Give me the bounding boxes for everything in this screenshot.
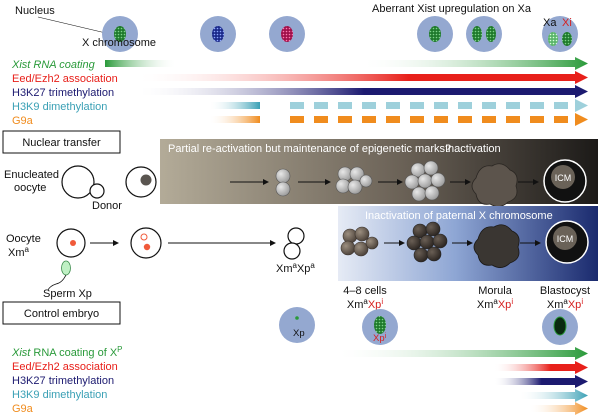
donor-cell-icon: [89, 183, 105, 199]
legend-top-xist: Xist RNA coating: [11, 59, 96, 71]
zygote-genotype-label: XmaXpa: [276, 261, 315, 275]
stage-4-8-cells-genotype: XmaXpi: [347, 297, 383, 311]
stage-blastocyst-genotype: XmaXpi: [547, 297, 583, 311]
oocyte-label-line1: Oocyte: [6, 233, 41, 245]
bar-top-eed: [140, 71, 588, 84]
legend-bottom-xist: Xist RNA coating of XP: [11, 345, 123, 359]
bar-top-g9a-solid: [210, 116, 260, 123]
xi-chromosome-icon: [562, 32, 572, 46]
ct-xp-spot-icon: [295, 316, 299, 320]
ct-two-cell-embryo-icon: [283, 227, 305, 260]
bar-top-g9a-dashed: [290, 113, 588, 126]
ct-blastocyst-chromosome-icon: [553, 316, 567, 336]
ct-morula-cells-icon: [406, 221, 448, 263]
legend-bottom-h3k27: H3K27 trimethylation: [12, 375, 114, 387]
nucleus-pointer: [37, 16, 111, 35]
ct-xp-label: Xp: [293, 328, 305, 339]
nt-morula-cells-icon: [404, 160, 446, 202]
enucleated-label-line1: Enucleated: [4, 169, 59, 181]
legend-top-g9a: G9a: [12, 115, 34, 127]
ct-xist-chromosome-icon: [374, 316, 386, 334]
nt-blastocyst-icon: [543, 159, 587, 203]
control-embryo-label: Control embryo: [24, 308, 99, 320]
stage-blastocyst-label: Blastocyst: [540, 285, 590, 297]
ct-nucleus-xp-icon: [279, 307, 315, 343]
xa-label: Xa: [543, 17, 557, 29]
nt-banner-text: Partial re-activation but maintenance of…: [168, 143, 451, 155]
bar-top-xist-late: [365, 57, 588, 70]
sperm-tail-icon: [47, 274, 67, 291]
aberrant-chromosome-b-icon: [486, 26, 496, 42]
xist-chromosome-icon: [114, 26, 126, 42]
nuclear-transfer-label: Nuclear transfer: [22, 137, 101, 149]
nt-compact-morula-icon: [471, 163, 518, 207]
bar-top-h3k9-solid: [210, 102, 260, 109]
zygote-pronucleus-2-icon: [143, 243, 151, 251]
bar-top-xist-early: [105, 60, 175, 67]
ct-blastocyst-icon: [545, 220, 589, 264]
oocyte-nucleus-icon: [70, 240, 76, 246]
nuclear-transfer-banner: [160, 139, 598, 204]
xchrom-label: X chromosome: [82, 37, 156, 49]
aberrant-label: Aberrant Xist upregulation on Xa: [372, 3, 532, 15]
oocyte-label-line2: Xma: [8, 245, 30, 259]
h3k27-chromosome-icon: [212, 26, 224, 42]
nt-eight-cell-embryo-icon: [335, 166, 373, 195]
ct-compact-morula-icon: [473, 224, 520, 268]
nuclear-transfer-box: [2, 130, 121, 154]
legend-bottom-eed: Eed/Ezh2 association: [12, 361, 118, 373]
aberrant-chromosome-a-icon: [472, 26, 482, 42]
legend-top-h3k27: H3K27 trimethylation: [12, 87, 114, 99]
nt-inactivation-label: Inactivation: [445, 143, 501, 155]
sperm-head-icon: [61, 260, 71, 276]
bar-bottom-h3k27: [495, 375, 588, 388]
donor-label: Donor: [92, 200, 122, 212]
control-embryo-box: [2, 301, 121, 325]
sperm-label: Sperm Xp: [43, 288, 92, 300]
stage-4-8-cells-label: 4–8 cells: [343, 285, 387, 297]
enucleated-oocyte-icon: [61, 165, 95, 199]
reconstructed-nucleus-icon: [140, 174, 152, 186]
aberrant-chromosome-icon: [429, 26, 441, 42]
stage-morula-label: Morula: [478, 285, 513, 297]
xa-chromosome-icon: [548, 32, 558, 46]
nucleus-icon-aberrant-2: [466, 16, 502, 52]
nt-icm-label: ICM: [555, 173, 572, 183]
ct-eight-cell-embryo-icon: [340, 226, 379, 257]
ct-icm-label: ICM: [557, 234, 574, 244]
bar-top-h3k9-dashed: [290, 99, 588, 112]
nt-two-cell-embryo-icon: [275, 168, 291, 197]
legend-top-eed: Eed/Ezh2 association: [12, 73, 118, 85]
bar-top-h3k27: [140, 85, 588, 98]
bar-bottom-eed: [495, 361, 588, 374]
ct-xpi-label: Xpi: [373, 333, 387, 344]
eed-chromosome-icon: [281, 26, 293, 42]
ct-banner-text: Inactivation of paternal X chromosome: [365, 210, 553, 222]
nucleus-label: Nucleus: [15, 5, 55, 17]
bar-bottom-xist: [340, 347, 588, 360]
legend-top-h3k9: H3K9 dimethylation: [12, 101, 107, 113]
zygote-pronucleus-1-icon: [140, 233, 148, 241]
xi-label: Xi: [562, 17, 572, 29]
bar-bottom-h3k9: [520, 389, 588, 402]
bar-bottom-g9a: [530, 402, 588, 415]
enucleated-label-line2: oocyte: [14, 182, 46, 194]
legend-bottom-g9a: G9a: [12, 403, 34, 415]
zygote-icon: [130, 227, 162, 259]
legend-bottom-h3k9: H3K9 dimethylation: [12, 389, 107, 401]
stage-morula-genotype: XmaXpi: [477, 297, 513, 311]
